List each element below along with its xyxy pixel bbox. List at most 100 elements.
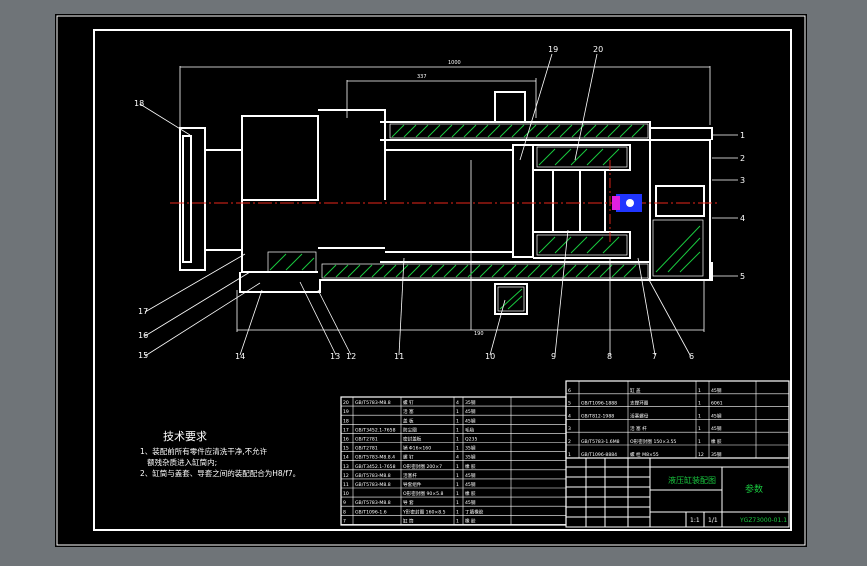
bom-row: 18 盖 板 1 45钢 <box>341 417 566 425</box>
bom-cell-no: 16 <box>343 437 349 443</box>
bom-cell-qty: 1 <box>456 409 459 415</box>
bom-cell-mat: 45钢 <box>711 412 722 419</box>
bom-cell-no: 1 <box>568 452 571 458</box>
bom-cell-name: 活塞螺母 <box>630 412 649 419</box>
bom-cell-mat: 毛毡 <box>465 426 475 433</box>
tech-line-1: 1、装配前所有零件应清洗干净,不允许 <box>140 446 268 456</box>
dim-total-length: 1000 <box>448 60 461 66</box>
callout-1: 1 <box>740 131 745 140</box>
bom-cell-mat: 45钢 <box>711 387 722 394</box>
bom-cell-code: GB/T5783-M8.8 <box>355 400 391 406</box>
bom-cell-qty: 12 <box>698 452 704 458</box>
bom-cell-no: 17 <box>343 427 349 433</box>
dim-stroke: 190 <box>474 331 484 337</box>
bom-cell-no: 4 <box>568 413 571 419</box>
bom-cell-no: 3 <box>568 426 571 432</box>
bom-cell-name: 缸 筒 <box>403 517 414 524</box>
bom-cell-mat: 橡 胶 <box>465 463 476 470</box>
bom-cell-mat: 45钢 <box>465 472 476 479</box>
bom-cell-name: 活 塞 杆 <box>630 425 647 432</box>
bom-cell-name: 盖 板 <box>403 417 414 424</box>
bom-cell-no: 11 <box>343 482 349 488</box>
bom-cell-qty: 1 <box>456 437 459 443</box>
bom-cell-name: 销 Φ16×160 <box>403 445 431 452</box>
bom-cell-mat: 35钢 <box>465 399 476 406</box>
bom-cell-code: GB/T1096-1.6 <box>355 509 387 515</box>
bom-cell-qty: 1 <box>456 418 459 424</box>
callout-12: 12 <box>346 352 356 361</box>
bom-cell-no: 13 <box>343 464 349 470</box>
bom-cell-no: 10 <box>343 491 349 497</box>
bom-cell-name: O形密封圈 150×3.55 <box>630 438 676 445</box>
sheet-count: 1/1 <box>708 517 718 524</box>
callout-18: 18 <box>134 99 144 108</box>
bom-cell-code: GB/T1096-1888 <box>581 401 617 407</box>
bom-cell-qty: 1 <box>456 427 459 433</box>
tech-line-3: 2、缸筒与盖套、导套之间的装配配合为H8/f7。 <box>140 468 300 478</box>
piston-nut <box>612 194 642 212</box>
callout-4: 4 <box>740 214 745 223</box>
callout-3: 3 <box>740 176 745 185</box>
leader-lines <box>139 53 738 357</box>
bom-cell-no: 5 <box>568 401 571 407</box>
callout-9: 9 <box>551 352 556 361</box>
bom-cell-qty: 1 <box>698 439 701 445</box>
bom-cell-name: 导 套 <box>403 499 414 506</box>
callout-14: 14 <box>235 352 245 361</box>
callout-2: 2 <box>740 154 745 163</box>
bom-cell-no: 14 <box>343 455 349 461</box>
bom-cell-qty: 1 <box>456 446 459 452</box>
tech-title: 技术要求 <box>163 430 207 443</box>
bom-cell-no: 9 <box>343 500 346 506</box>
callout-13: 13 <box>330 352 340 361</box>
bom-cell-mat: 35钢 <box>465 454 476 461</box>
bom-cell-mat: 45钢 <box>465 417 476 424</box>
bom-cell-mat: 45钢 <box>465 499 476 506</box>
callout-15: 15 <box>138 351 148 360</box>
bom-cell-name: 螺 钉 <box>403 454 414 461</box>
callout-10: 10 <box>485 352 495 361</box>
bom-cell-no: 19 <box>343 409 349 415</box>
bom-cell-qty: 1 <box>698 401 701 407</box>
bom-cell-qty: 1 <box>698 388 701 394</box>
bom-cell-name: Y形密封圈 160×8.5 <box>402 508 446 515</box>
inner-frame <box>93 29 792 531</box>
bom-cell-qty: 1 <box>456 473 459 479</box>
part-name: 液压缸装配图 <box>668 475 716 485</box>
bom-cell-mat: Q235 <box>465 437 477 443</box>
bom-cell-mat: 橡 胶 <box>465 490 476 497</box>
bom-cell-mat: 6061 <box>711 401 723 407</box>
bom-cell-no: 6 <box>568 388 571 394</box>
bom-cell-name: 活塞杆 <box>403 472 417 479</box>
bom-cell-no: 7 <box>343 518 346 524</box>
callout-11: 11 <box>394 352 404 361</box>
green-hatch <box>269 124 701 310</box>
bom-cell-code: GB/T5783-M8.8 <box>355 482 391 488</box>
bom-cell-no: 8 <box>343 509 346 515</box>
bom-cell-name: 螺 栓 M8×55 <box>630 451 659 458</box>
bom-cell-mat: 45钢 <box>711 425 722 432</box>
callout-17: 17 <box>138 307 148 316</box>
callout-16: 16 <box>138 331 148 340</box>
bom-cell-code: GB/T5783-M8.8 <box>355 473 391 479</box>
bom-cell-name: 支撑环圈 <box>630 400 649 407</box>
bom-cell-code: GB/T1096-8884 <box>581 452 617 458</box>
callout-19: 19 <box>548 45 558 54</box>
bom-cell-no: 18 <box>343 418 349 424</box>
